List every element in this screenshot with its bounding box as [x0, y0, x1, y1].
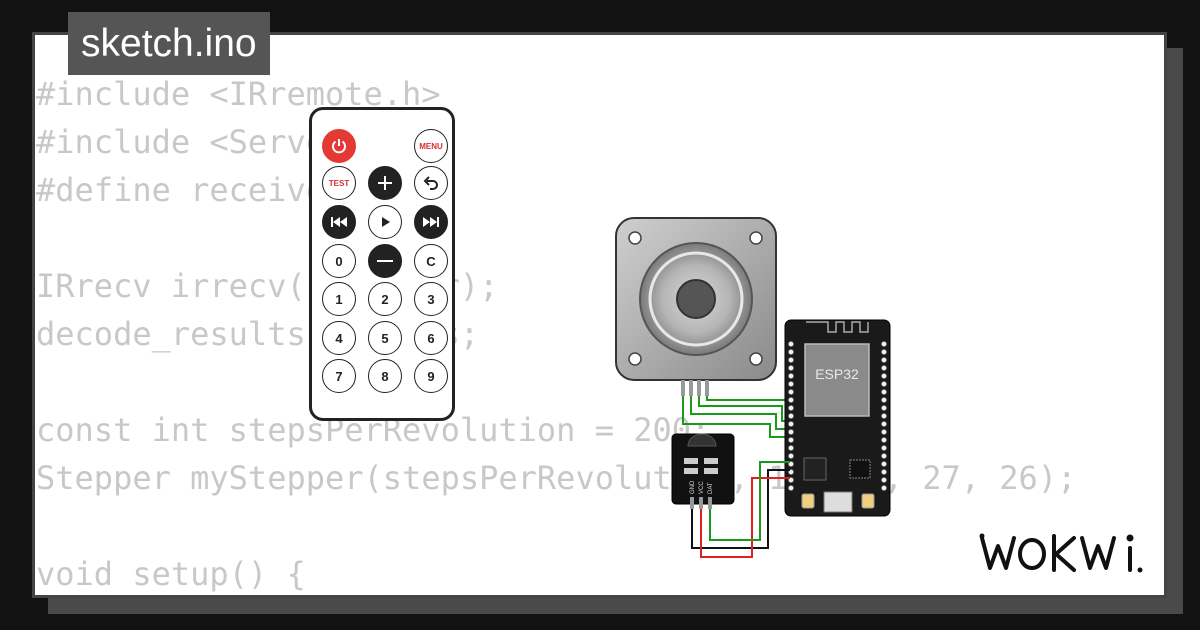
previous-track-icon [331, 217, 347, 227]
play-button[interactable] [368, 205, 402, 239]
power-icon [332, 139, 346, 154]
next-track-icon [423, 217, 439, 227]
code-line: #include <IRremote.h> [36, 75, 441, 113]
plus-icon [378, 176, 392, 190]
back-arrow-icon [423, 176, 438, 190]
code-line: void setup() { [36, 555, 306, 593]
code-preview: #include <IRremote.h> #include <Servo.h> #… [36, 70, 1076, 598]
back-button[interactable] [414, 166, 448, 200]
filename-tab[interactable]: sketch.ino [68, 12, 270, 75]
test-button[interactable]: TEST [322, 166, 356, 200]
preview-card [32, 32, 1167, 598]
menu-button[interactable]: MENU [414, 129, 448, 163]
code-line [36, 502, 1076, 550]
code-line: IRrecv irrecv(receiver); [36, 267, 499, 305]
code-line [36, 214, 1076, 262]
ir-remote[interactable]: MENU TEST 0 C 1 2 3 4 5 6 7 8 9 [309, 107, 455, 421]
clear-button[interactable]: C [414, 244, 448, 278]
digit-5-button[interactable]: 5 [368, 321, 402, 355]
digit-0-button[interactable]: 0 [322, 244, 356, 278]
power-button[interactable] [322, 129, 356, 163]
wokwi-logo [979, 533, 1143, 573]
previous-button[interactable] [322, 205, 356, 239]
next-button[interactable] [414, 205, 448, 239]
digit-7-button[interactable]: 7 [322, 359, 356, 393]
digit-2-button[interactable]: 2 [368, 282, 402, 316]
code-line: decode_results results; [36, 315, 480, 353]
code-line: #define receiver 2 [36, 171, 383, 209]
digit-3-button[interactable]: 3 [414, 282, 448, 316]
digit-9-button[interactable]: 9 [414, 359, 448, 393]
digit-1-button[interactable]: 1 [322, 282, 356, 316]
minus-button[interactable] [368, 244, 402, 278]
code-line: const int stepsPerRevolution = 200; [36, 411, 711, 449]
plus-button[interactable] [368, 166, 402, 200]
code-line: #include <Servo.h> [36, 123, 383, 161]
code-line: Stepper myStepper(stepsPerRevolution, 12… [36, 459, 1077, 497]
digit-6-button[interactable]: 6 [414, 321, 448, 355]
digit-8-button[interactable]: 8 [368, 359, 402, 393]
digit-4-button[interactable]: 4 [322, 321, 356, 355]
play-icon [382, 217, 390, 227]
minus-icon [377, 260, 393, 262]
code-line [36, 358, 1076, 406]
